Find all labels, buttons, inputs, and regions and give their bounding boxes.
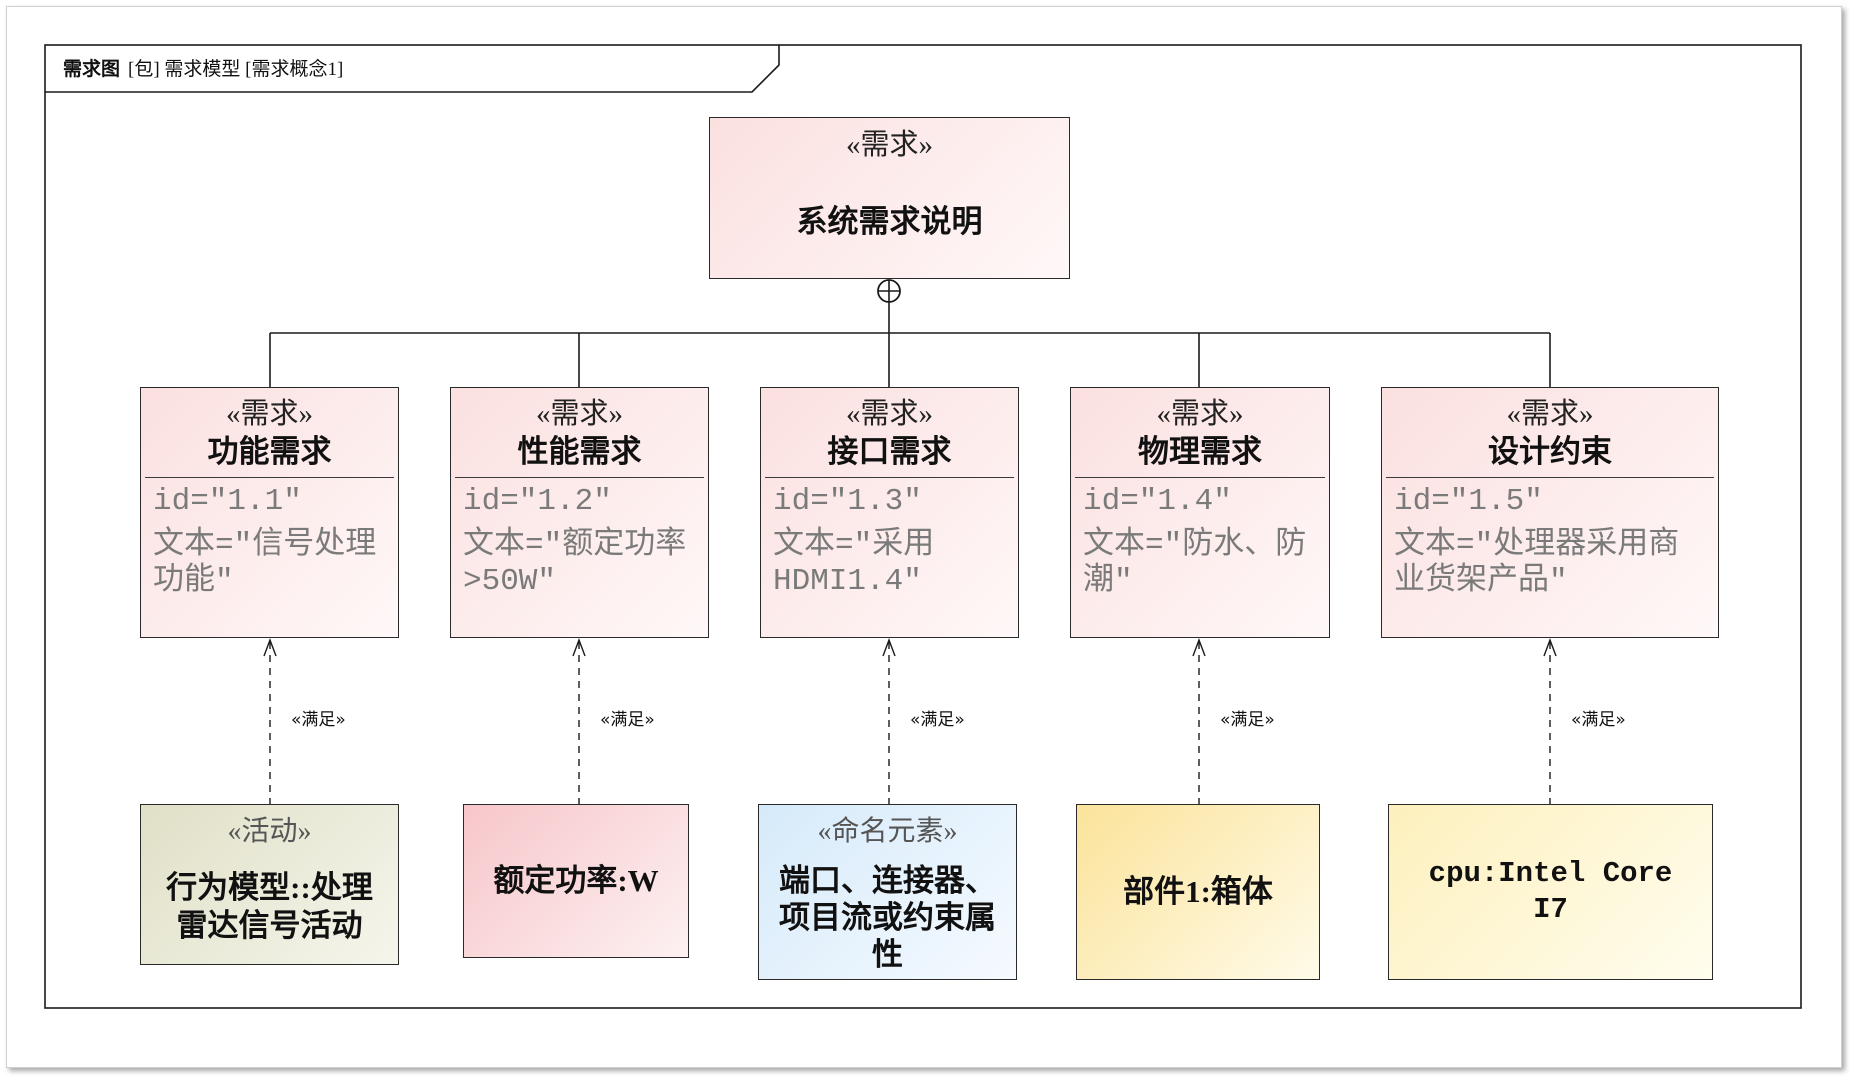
requirement-root: «需求» 系统需求说明 — [709, 117, 1070, 279]
satisfy-label-4: «满足» — [1220, 710, 1275, 730]
satisfy-label-3: «满足» — [910, 710, 965, 730]
requirement-stereotype: «需求» — [845, 398, 933, 430]
requirement-name: 性能需求 — [517, 434, 642, 469]
requirement-properties: id=″1.5″ 文本=″处理器采用商业货架产品″ — [1382, 478, 1718, 600]
requirement-stereotype: «需求» — [1156, 398, 1244, 430]
compartment-divider — [455, 477, 704, 478]
requirement-physical: «需求» 物理需求 id=″1.4″ 文本=″防水、防潮″ — [1070, 387, 1330, 638]
satisfier-name: 行为模型::处理雷达信号活动 — [166, 870, 373, 943]
requirement-id: id=″1.5″ — [1394, 484, 1543, 519]
requirement-text: 文本=″防水、防潮″ — [1083, 528, 1307, 599]
requirement-name: 系统需求说明 — [796, 204, 983, 239]
satisfier-cpu-part: cpu:Intel Core I7 — [1388, 804, 1713, 980]
requirement-text: 文本=″额定功率>50W″ — [463, 528, 687, 599]
satisfy-arrowhead-1 — [263, 638, 277, 657]
satisfy-label-1: «满足» — [291, 710, 346, 730]
requirement-design-constraint: «需求» 设计约束 id=″1.5″ 文本=″处理器采用商业货架产品″ — [1381, 387, 1719, 638]
requirement-stereotype: «需求» — [845, 129, 933, 161]
requirement-stereotype: «需求» — [535, 398, 623, 430]
satisfier-name: cpu:Intel Core I7 — [1428, 857, 1673, 926]
satisfy-label-2: «满足» — [600, 710, 655, 730]
satisfy-arrowhead-4 — [1192, 638, 1206, 657]
diagram-frame-tab — [45, 45, 780, 93]
requirement-id: id=″1.1″ — [153, 484, 302, 519]
satisfier-part: 部件1:箱体 — [1076, 804, 1320, 980]
requirement-name: 接口需求 — [827, 434, 952, 469]
satisfy-arrowhead-2 — [572, 638, 586, 657]
diagram-kind: 需求图 — [63, 58, 121, 80]
satisfier-named-element: «命名元素» 端口、连接器、项目流或约束属性 — [758, 804, 1017, 980]
compartment-divider — [145, 477, 394, 478]
satisfy-label-5: «满足» — [1571, 710, 1626, 730]
compartment-divider — [1386, 477, 1714, 478]
requirement-properties: id=″1.3″ 文本=″采用HDMI1.4″ — [761, 478, 1018, 600]
requirement-name: 设计约束 — [1488, 434, 1612, 469]
satisfier-stereotype: «命名元素» — [817, 816, 958, 847]
satisfy-arrowhead-3 — [882, 638, 896, 657]
satisfier-name: 端口、连接器、项目流或约束属性 — [779, 863, 996, 972]
requirement-properties: id=″1.4″ 文本=″防水、防潮″ — [1071, 478, 1329, 600]
requirement-id: id=″1.4″ — [1083, 484, 1232, 519]
requirement-performance: «需求» 性能需求 id=″1.2″ 文本=″额定功率>50W″ — [450, 387, 709, 638]
satisfier-activity: «活动» 行为模型::处理雷达信号活动 — [140, 804, 399, 965]
requirement-stereotype: «需求» — [1506, 398, 1594, 430]
satisfier-value-property: 额定功率:W — [463, 804, 689, 958]
requirement-id: id=″1.3″ — [773, 484, 922, 519]
requirement-properties: id=″1.2″ 文本=″额定功率>50W″ — [451, 478, 708, 600]
satisfy-arrowhead-5 — [1543, 638, 1557, 657]
satisfier-stereotype: «活动» — [227, 816, 312, 847]
compartment-divider — [1075, 477, 1325, 478]
requirement-name: 功能需求 — [207, 434, 332, 469]
requirement-properties: id=″1.1″ 文本=″信号处理功能″ — [141, 478, 398, 600]
requirement-functional: «需求» 功能需求 id=″1.1″ 文本=″信号处理功能″ — [140, 387, 399, 638]
diagram-frame-title: [包] 需求模型 [需求概念1] — [128, 59, 344, 80]
satisfier-name: 额定功率:W — [493, 863, 659, 898]
requirement-name: 物理需求 — [1138, 434, 1262, 469]
compartment-divider — [765, 477, 1014, 478]
requirement-text: 文本=″信号处理功能″ — [153, 528, 377, 599]
requirement-interface: «需求» 接口需求 id=″1.3″ 文本=″采用HDMI1.4″ — [760, 387, 1019, 638]
diagram-frame-header: 需求图 [包] 需求模型 [需求概念1] — [63, 57, 343, 81]
requirement-id: id=″1.2″ — [463, 484, 612, 519]
requirement-text: 文本=″采用HDMI1.4″ — [773, 528, 935, 599]
satisfier-name: 部件1:箱体 — [1123, 874, 1273, 909]
requirement-stereotype: «需求» — [225, 398, 313, 430]
requirement-text: 文本=″处理器采用商业货架产品″ — [1394, 528, 1680, 599]
diagram-frame — [44, 44, 1802, 1009]
